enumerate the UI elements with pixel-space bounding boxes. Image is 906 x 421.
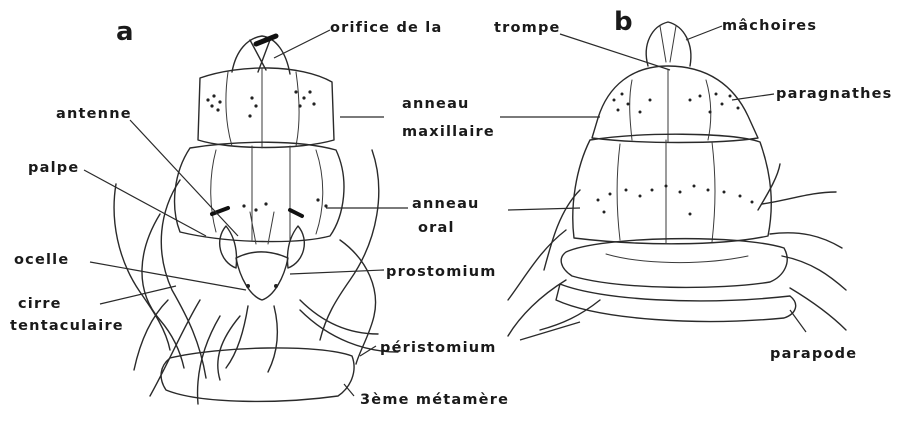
panel-a-drawing [114,36,398,404]
label-cirre-1: cirre [18,296,62,312]
label-ocelle: ocelle [14,252,69,268]
label-metamere: 3ème métamère [360,392,509,408]
label-palpe: palpe [28,160,79,176]
label-peristomium: péristomium [380,340,497,356]
label-antenne: antenne [56,106,132,122]
panel-letter-b: b [614,7,633,37]
label-cirre-2: tentaculaire [10,318,124,334]
panel-b-drawing [508,22,846,336]
label-anneau-maxillaire-1: anneau [402,96,470,112]
label-anneau-maxillaire-2: maxillaire [402,124,495,140]
panel-letter-a: a [116,17,134,47]
label-anneau-oral-1: anneau [412,196,480,212]
label-machoires: mâchoires [722,18,817,34]
label-trompe: trompe [494,20,561,36]
label-prostomium: prostomium [386,264,497,280]
label-parapode: parapode [770,346,857,362]
label-anneau-oral-2: oral [418,220,455,236]
label-orifice: orifice de la [330,20,442,36]
label-paragnathes: paragnathes [776,86,893,102]
